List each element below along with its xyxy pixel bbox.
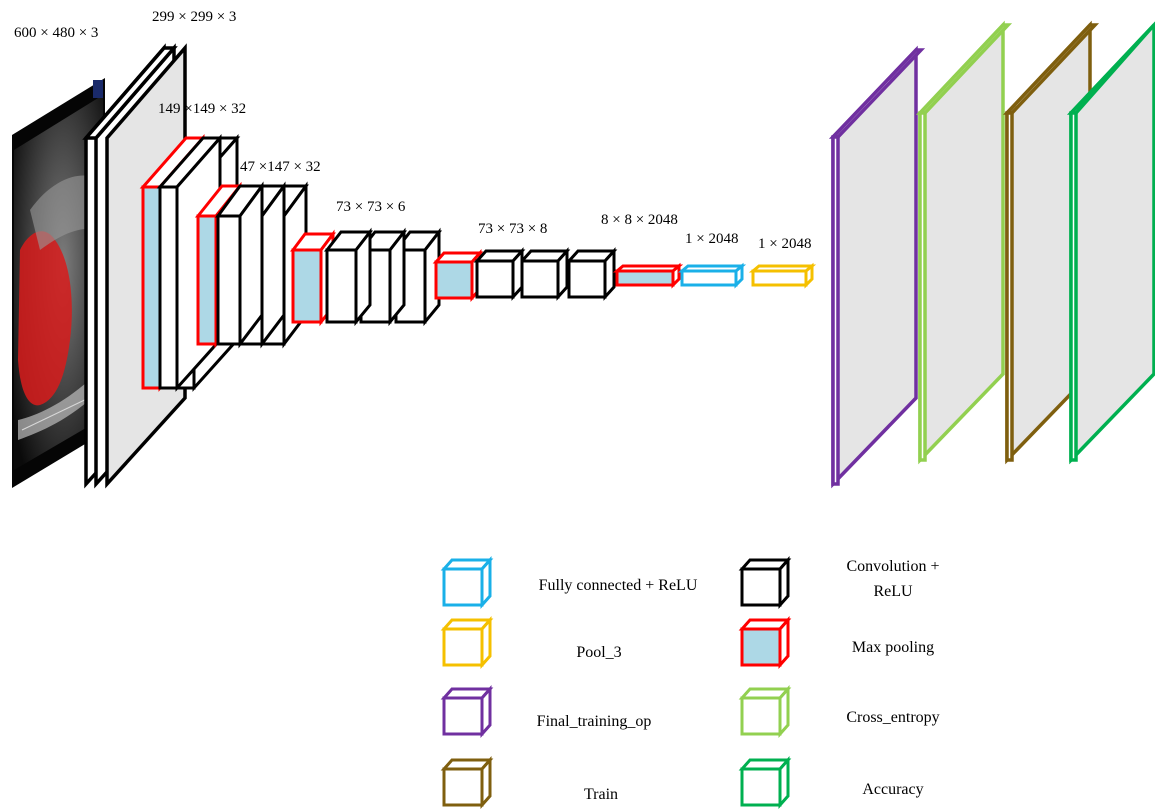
dim-label-8x8x2048: 8 × 8 × 2048 [601,212,678,228]
input-ct-image [12,78,105,488]
cross-entropy-slab [915,20,1013,465]
legend-label-cross-entropy: Cross_entropy [846,709,939,726]
maxpool-bar-8x8x2048 [612,262,684,289]
legend-label-final-training-op: Final_training_op [537,713,652,730]
layer-block-73x8 [432,247,618,302]
black-cube-icon [738,556,792,609]
legend-label-fully-connected: Fully connected + ReLU [539,577,698,594]
fully-connected-bar [677,262,747,289]
dim-label-299: 299 × 299 × 3 [152,9,236,25]
dim-label-149: 149 ×149 × 32 [158,101,246,117]
dim-label-pool3: 1 × 2048 [758,236,811,252]
brown-cube-icon [440,756,494,809]
yellow-cube-icon [440,616,494,669]
dim-label-fc: 1 × 2048 [685,231,738,247]
green-cube-icon [738,756,792,809]
purple-cube-icon [440,685,494,738]
legend-label-accuracy: Accuracy [862,781,923,798]
dim-label-73x8: 73 × 73 × 8 [478,221,547,237]
pool3-bar [748,262,817,289]
dim-label-147: 47 ×147 × 32 [240,159,321,175]
dim-label-input: 600 × 480 × 3 [14,25,98,41]
legend-label-convolution: Convolution + [846,558,939,575]
final-training-op-slab [828,45,926,489]
legend-label-pool3: Pool_3 [576,644,621,661]
legend-label-relu: ReLU [873,583,913,600]
legend-label-max-pooling: Max pooling [852,639,934,656]
blue-cube-icon [440,556,494,609]
light-green-cube-icon [738,685,792,738]
dim-label-73x6: 73 × 73 × 6 [336,199,406,215]
legend-label-train: Train [584,786,618,803]
accuracy-slab [1066,21,1155,465]
red-cube-icon [738,616,792,669]
legend: Fully connected + ReLU Convolution + ReL… [440,556,940,809]
layer-block-73x6 [290,227,443,327]
layer-block-147 [194,181,309,349]
